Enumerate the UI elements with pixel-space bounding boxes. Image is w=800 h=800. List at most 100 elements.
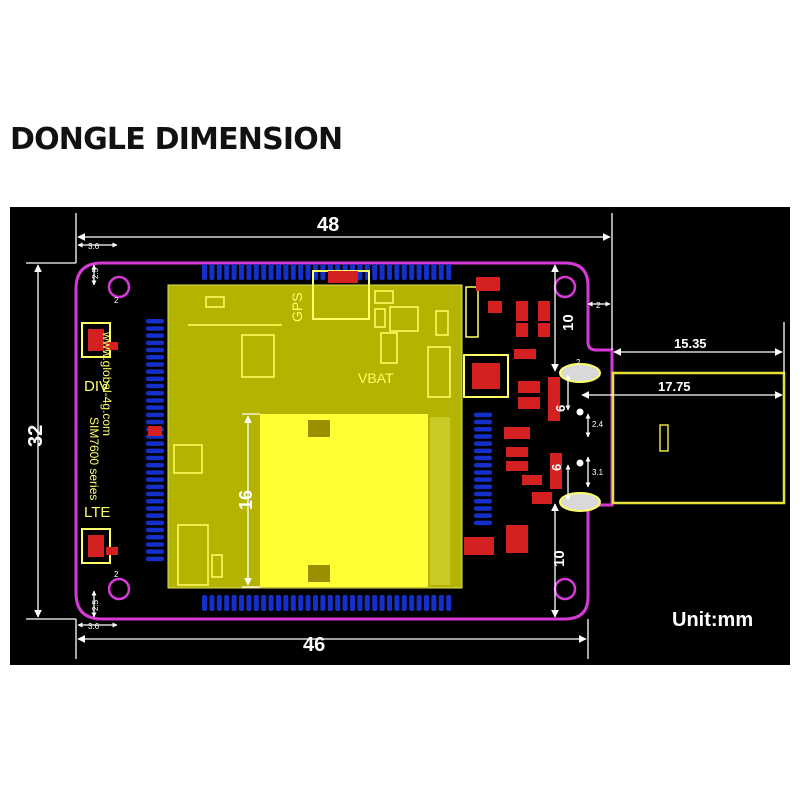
pad-top	[268, 264, 274, 280]
chip-pad-bottom	[308, 565, 330, 582]
smd-18	[484, 537, 494, 555]
pad-right	[474, 455, 492, 461]
pad-bottom	[416, 595, 422, 611]
comp-8	[435, 310, 449, 336]
pad-right	[474, 419, 492, 425]
unit-label: Unit:mm	[672, 609, 753, 631]
pad-bottom	[305, 595, 311, 611]
gps-component-pad	[328, 271, 358, 283]
comp-6	[380, 332, 398, 364]
smd-15	[532, 492, 552, 504]
dim-32-label: 32	[25, 425, 47, 447]
pad-right	[474, 506, 492, 511]
pad-left	[146, 513, 164, 518]
pad-right	[474, 470, 492, 475]
silk-div: DIV	[84, 378, 109, 395]
pad-top	[379, 264, 385, 280]
pad-bottom	[327, 595, 333, 611]
pad-right	[474, 520, 492, 526]
connector-pin-a	[576, 408, 584, 416]
pad-left	[146, 535, 164, 540]
smd-20	[550, 453, 562, 489]
smd-12	[506, 447, 528, 457]
pad-top	[261, 264, 267, 280]
pad-right	[474, 477, 492, 482]
pad-right	[474, 491, 492, 497]
pad-left	[146, 398, 164, 403]
pad-top	[387, 264, 392, 280]
div-antenna-core	[88, 329, 104, 351]
pad-left	[146, 441, 164, 446]
dim-48-label: 48	[317, 214, 339, 236]
pad-top	[431, 264, 437, 280]
usb-plug-slot	[659, 424, 669, 452]
pad-bottom	[209, 595, 215, 611]
comp-3	[374, 290, 394, 304]
dim-10-bottom-label: 10	[551, 550, 568, 567]
dim-36-bottom-label: 3.6	[88, 622, 100, 631]
pad-bottom	[394, 595, 400, 611]
smd-9	[518, 381, 540, 393]
pad-left	[146, 355, 164, 360]
pad-left	[146, 477, 164, 482]
pad-bottom	[268, 595, 274, 611]
pad-bottom	[364, 595, 370, 611]
pad-left	[146, 491, 164, 497]
pad-left	[146, 520, 164, 526]
lte-antenna-core	[88, 535, 104, 557]
pad-right	[474, 463, 492, 468]
pad-left	[146, 391, 164, 396]
dim-25-bottom-label: 2.5	[91, 599, 100, 611]
pad-bottom	[290, 595, 296, 611]
pad-right	[474, 448, 492, 454]
dim-6a-label: 6	[553, 405, 568, 412]
pad-top	[290, 264, 296, 280]
pad-bottom	[216, 595, 222, 611]
comp-7	[427, 346, 451, 398]
pad-right	[474, 427, 492, 432]
pad-bottom	[239, 595, 244, 611]
pad-top	[216, 264, 222, 280]
pad-bottom	[335, 595, 341, 611]
mounting-holes	[107, 275, 577, 601]
pad-bottom	[320, 595, 326, 611]
pad-bottom	[224, 595, 230, 611]
pad-bottom	[253, 595, 259, 611]
pad-top	[416, 264, 422, 280]
pad-right	[474, 434, 492, 439]
pad-top	[372, 264, 378, 280]
pad-right	[474, 513, 492, 518]
pad-bottom	[387, 595, 392, 611]
pad-top	[231, 264, 237, 280]
pad-left	[146, 506, 164, 511]
pad-left	[146, 463, 164, 468]
pad-bottom	[276, 595, 281, 611]
div-antenna-pad	[81, 322, 111, 358]
pad-left	[146, 333, 164, 338]
pad-top	[446, 264, 452, 280]
smd-17	[464, 537, 484, 555]
pad-top	[394, 264, 400, 280]
pad-left	[146, 455, 164, 461]
dim-25-top-label: 2.5	[91, 267, 100, 279]
smd-19	[548, 377, 560, 421]
usb-plug-outline	[611, 371, 786, 505]
pad-bottom	[446, 595, 452, 611]
smd-1	[148, 426, 162, 436]
pad-bottom	[424, 595, 429, 611]
comp-2	[241, 334, 275, 378]
pad-bottom	[283, 595, 289, 611]
pad-top	[202, 264, 207, 280]
dim-2-right-label: 2	[596, 301, 601, 310]
silk-url: www.global-4g.com	[100, 331, 114, 436]
dim-2-top-label: 2	[114, 296, 119, 305]
small-pad-lte	[106, 547, 118, 555]
smd-5	[516, 323, 528, 337]
pad-right	[474, 484, 492, 490]
dim-10-top-label: 10	[560, 314, 577, 331]
dim-31-label: 3.1	[592, 468, 604, 477]
pad-right	[474, 499, 492, 504]
pad-left	[146, 412, 164, 418]
hole-bottom-left	[107, 577, 131, 601]
pad-left	[146, 383, 164, 389]
